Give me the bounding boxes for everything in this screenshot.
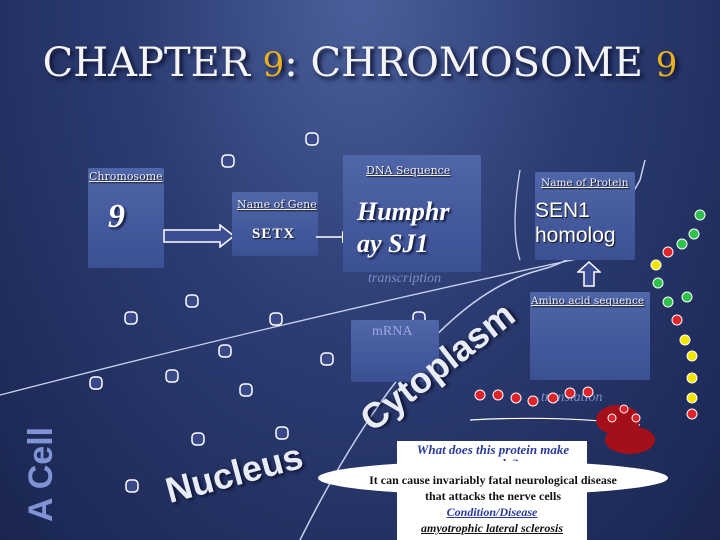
transcription-label: transcription: [368, 271, 442, 286]
amino-box: [530, 292, 650, 380]
arrow-up-icon: [577, 261, 601, 287]
amino-header: Amino acid sequence: [531, 295, 645, 307]
condition-label: Condition/Disease: [446, 505, 538, 519]
mrna-box: [351, 320, 439, 382]
title-number-2: 9: [655, 45, 678, 85]
condition-value: amyotrophic lateral sclerosis: [421, 521, 563, 535]
gene-value: SETX: [252, 226, 296, 242]
gene-box: [232, 192, 318, 256]
title-number: 9: [262, 45, 285, 85]
answer-text: It can cause invariably fatal neurologic…: [318, 472, 668, 504]
gene-header: Name of Gene: [237, 198, 317, 211]
title-text-2: : CHROMOSOME: [284, 40, 656, 86]
chromosome-box: [88, 168, 164, 268]
chromosome-value: 9: [108, 198, 125, 235]
protein-value-line1: SEN1: [535, 199, 590, 222]
answer-line2: that attacks the nerve cells: [425, 489, 561, 503]
slide-title: CHAPTER 9: CHROMOSOME 9: [0, 40, 720, 86]
protein-header: Name of Protein: [541, 177, 629, 189]
condition-block: Condition/Disease amyotrophic lateral sc…: [397, 504, 587, 536]
mrna-label: mRNA: [372, 324, 413, 339]
dna-box: [343, 155, 481, 272]
answer-line1: It can cause invariably fatal neurologic…: [369, 473, 617, 487]
question-line1: What does this protein make: [416, 442, 570, 457]
dna-value-line2: ay SJ1: [357, 229, 429, 258]
answer-oval: [318, 461, 668, 495]
arrow-right-icon: [163, 224, 236, 248]
title-text: CHAPTER: [42, 40, 263, 86]
dna-header: DNA Sequence: [366, 164, 451, 177]
ribosome-icon: [596, 405, 655, 454]
protein-box: [535, 172, 635, 260]
protein-value-line2: homolog: [535, 224, 616, 247]
dna-value: Humphr ay SJ1: [357, 196, 450, 260]
dna-value-line1: Humphr: [357, 197, 450, 226]
chromosome-header: Chromosome: [89, 170, 163, 183]
protein-value: SEN1 homolog: [535, 198, 616, 248]
